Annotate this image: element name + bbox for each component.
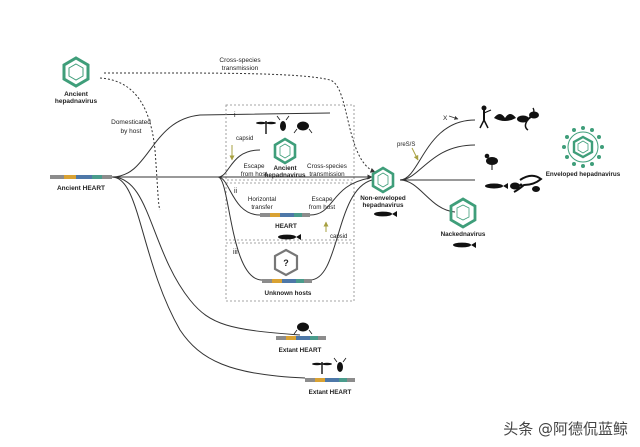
cs-inner-label-1: Cross-species — [307, 163, 347, 170]
unknown-hosts-label: Unknown hosts — [265, 290, 312, 297]
heart-inner-label: HEART — [275, 223, 297, 230]
enveloped-hepadnavirus-icon — [562, 126, 604, 168]
cross-species-label-2: transmission — [222, 65, 259, 72]
frog-icon — [532, 186, 540, 192]
capsid-label-bottom: capsid — [330, 234, 347, 240]
enveloped-label: Enveloped hepadnavirus — [546, 171, 621, 178]
branch-nackednavirus — [399, 179, 456, 213]
inner-line-ii-right — [309, 177, 371, 216]
inner-line-iii — [217, 176, 263, 281]
beetle-icon — [293, 121, 313, 134]
branch-mammals — [399, 119, 476, 181]
ancient-hepadnavirus-icon — [62, 56, 90, 88]
horizontal-label-2: transfer — [251, 204, 272, 211]
lizard-icon — [513, 174, 543, 193]
fish-icon-nonenv — [374, 211, 397, 217]
ancient-hepadnavirus-label-2: hepadnavirus — [55, 98, 98, 105]
domesticated-dotted-line — [99, 77, 161, 211]
ancient-heart-bar — [50, 175, 112, 179]
escape-host2-label-2: from host — [309, 204, 335, 211]
inner-line-i — [217, 149, 261, 178]
nackednavirus-icon — [449, 197, 477, 229]
bird-icon — [484, 153, 498, 170]
ancient-heart-label: Ancient HEART — [57, 185, 105, 192]
pres-label: preS/S — [397, 142, 415, 148]
dragonfly-icon — [256, 121, 276, 134]
pres-arrow — [411, 147, 419, 161]
beetle-extant-icon — [293, 322, 313, 335]
cross-species-label-1: Cross-species — [219, 57, 261, 64]
x-arrow — [448, 115, 459, 120]
domesticated-label-1: Domesticated — [111, 119, 151, 126]
nackednavirus-label: Nackednavirus — [441, 231, 486, 238]
panel-i-box — [225, 104, 355, 181]
branch-birds — [399, 144, 476, 181]
non-enveloped-hepadnavirus-icon — [371, 166, 395, 194]
cross-species-dotted-line — [103, 72, 376, 173]
branch-upper — [111, 112, 331, 178]
fish-icon-nackedna — [453, 242, 476, 248]
branch-extant-2 — [111, 176, 306, 379]
escape-host2-label-1: Escape — [311, 196, 333, 203]
watermark: 头条 @阿德侃蓝鲸 — [503, 420, 628, 438]
capsid-label-top: capsid — [236, 136, 253, 142]
cs-inner-label-2: transmission — [309, 171, 345, 178]
human-icon — [479, 105, 492, 129]
extant-heart-bar-1 — [276, 336, 326, 340]
panel-ii-box — [225, 182, 355, 241]
x-mark: X — [443, 115, 448, 122]
heart-unknown-bar — [262, 279, 312, 283]
extant-heart-label-1: Extant HEART — [279, 347, 322, 354]
cockroach-extant-icon — [333, 357, 347, 372]
unknown-question-mark: ? — [283, 258, 289, 268]
non-enveloped-label-1: Non-enveloped — [360, 195, 406, 202]
panel-iii-label: iii — [233, 249, 238, 256]
escape-host-label-1: Escape — [243, 163, 265, 170]
cockroach-icon — [276, 115, 290, 131]
inner-line-iii-right — [309, 179, 373, 281]
domesticated-label-2: by host — [121, 128, 142, 135]
horizontal-label-1: Horizontal — [248, 196, 276, 203]
ancient-hep-inner-label-1: Ancient — [273, 165, 297, 172]
inner-line-ii — [217, 176, 261, 216]
unknown-host-hexagon — [273, 248, 299, 277]
branch-extant-1 — [111, 176, 301, 336]
ancient-hep-inner-label-2: hepadnavirus — [265, 172, 306, 179]
ancient-hepadnavirus-label-1: Ancient — [64, 91, 89, 98]
heart-inner-bar — [260, 213, 310, 217]
extant-heart-label-2: Extant HEART — [309, 389, 352, 396]
dragonfly-extant-icon — [312, 362, 332, 374]
panel-i-label: i — [234, 112, 236, 119]
panel-ii-label: ii — [234, 188, 238, 195]
bat-icon — [494, 114, 516, 121]
fish-icon-right — [485, 183, 508, 189]
lemur-icon — [524, 111, 539, 131]
panel-iii-box — [225, 242, 355, 302]
extant-heart-bar-2 — [305, 378, 355, 382]
ancient-hepadnavirus-inner-icon — [273, 137, 297, 165]
escape-host-label-2: from host — [241, 171, 267, 178]
non-enveloped-label-2: hepadnavirus — [363, 202, 404, 209]
fish-icon-panel-ii — [278, 234, 301, 240]
